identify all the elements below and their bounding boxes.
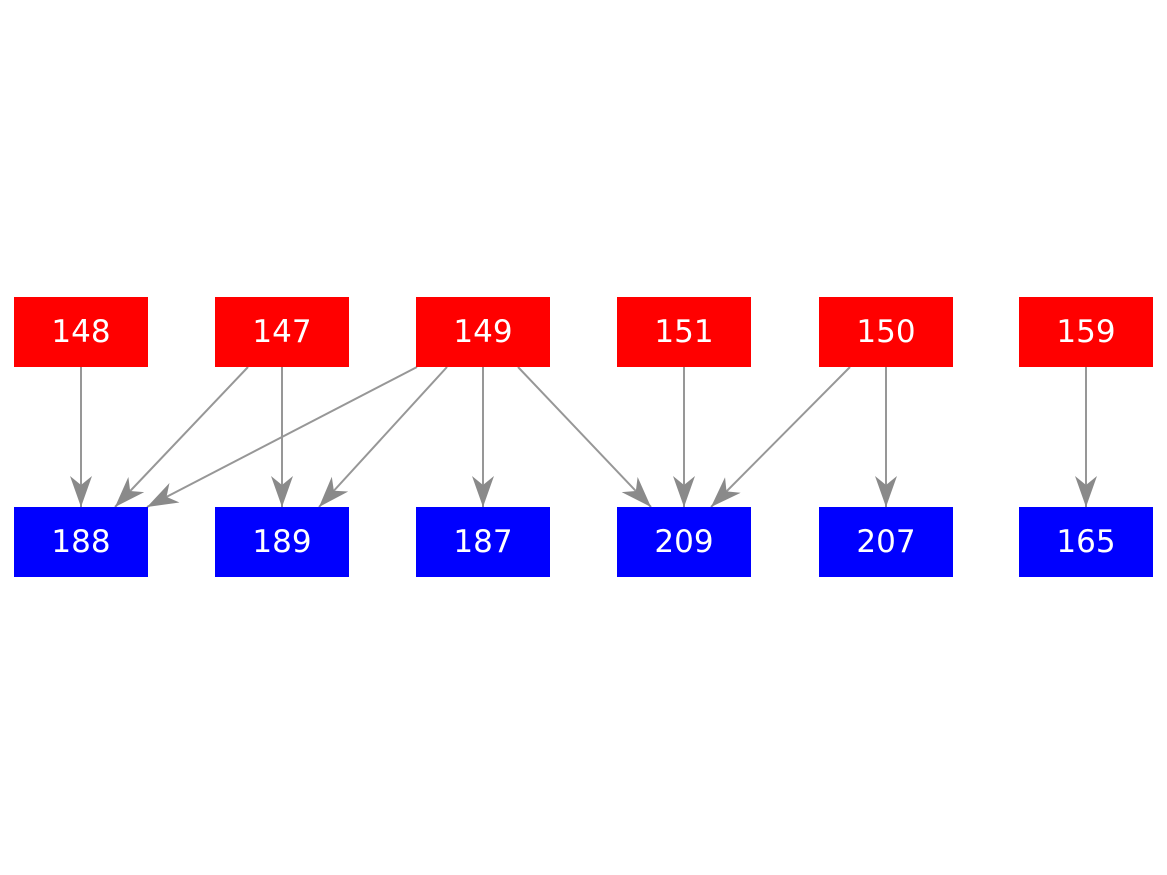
node-label-187: 187 (453, 524, 512, 560)
node-box-149 (416, 297, 550, 367)
node-150: 150 (819, 297, 953, 367)
edge-150-209 (710, 366, 851, 508)
node-box-148 (14, 297, 148, 367)
node-label-148: 148 (51, 314, 110, 350)
node-label-188: 188 (51, 524, 110, 560)
node-148: 148 (14, 297, 148, 367)
edge-149-209 (517, 366, 652, 508)
node-151: 151 (617, 297, 751, 367)
node-box-165 (1019, 507, 1153, 577)
node-box-150 (819, 297, 953, 367)
node-label-147: 147 (252, 314, 311, 350)
node-207: 207 (819, 507, 953, 577)
node-159: 159 (1019, 297, 1153, 367)
node-187: 187 (416, 507, 550, 577)
node-209: 209 (617, 507, 751, 577)
node-165: 165 (1019, 507, 1153, 577)
node-149: 149 (416, 297, 550, 367)
node-box-151 (617, 297, 751, 367)
node-label-165: 165 (1056, 524, 1115, 560)
node-box-189 (215, 507, 349, 577)
edge-149-188 (146, 366, 418, 508)
node-147: 147 (215, 297, 349, 367)
node-188: 188 (14, 507, 148, 577)
nodes-layer: 148 147 149 151 150 159 188 189 187 209 207 165 (14, 297, 1153, 577)
node-box-187 (416, 507, 550, 577)
node-label-209: 209 (654, 524, 713, 560)
node-box-159 (1019, 297, 1153, 367)
node-box-188 (14, 507, 148, 577)
edge-149-189 (318, 366, 448, 508)
edge-147-188 (114, 366, 249, 508)
node-box-209 (617, 507, 751, 577)
node-label-149: 149 (453, 314, 512, 350)
node-label-207: 207 (856, 524, 915, 560)
node-box-147 (215, 297, 349, 367)
node-189: 189 (215, 507, 349, 577)
node-label-189: 189 (252, 524, 311, 560)
node-label-150: 150 (856, 314, 915, 350)
edges-layer (70, 366, 1097, 508)
node-box-207 (819, 507, 953, 577)
node-label-151: 151 (654, 314, 713, 350)
node-label-159: 159 (1056, 314, 1115, 350)
